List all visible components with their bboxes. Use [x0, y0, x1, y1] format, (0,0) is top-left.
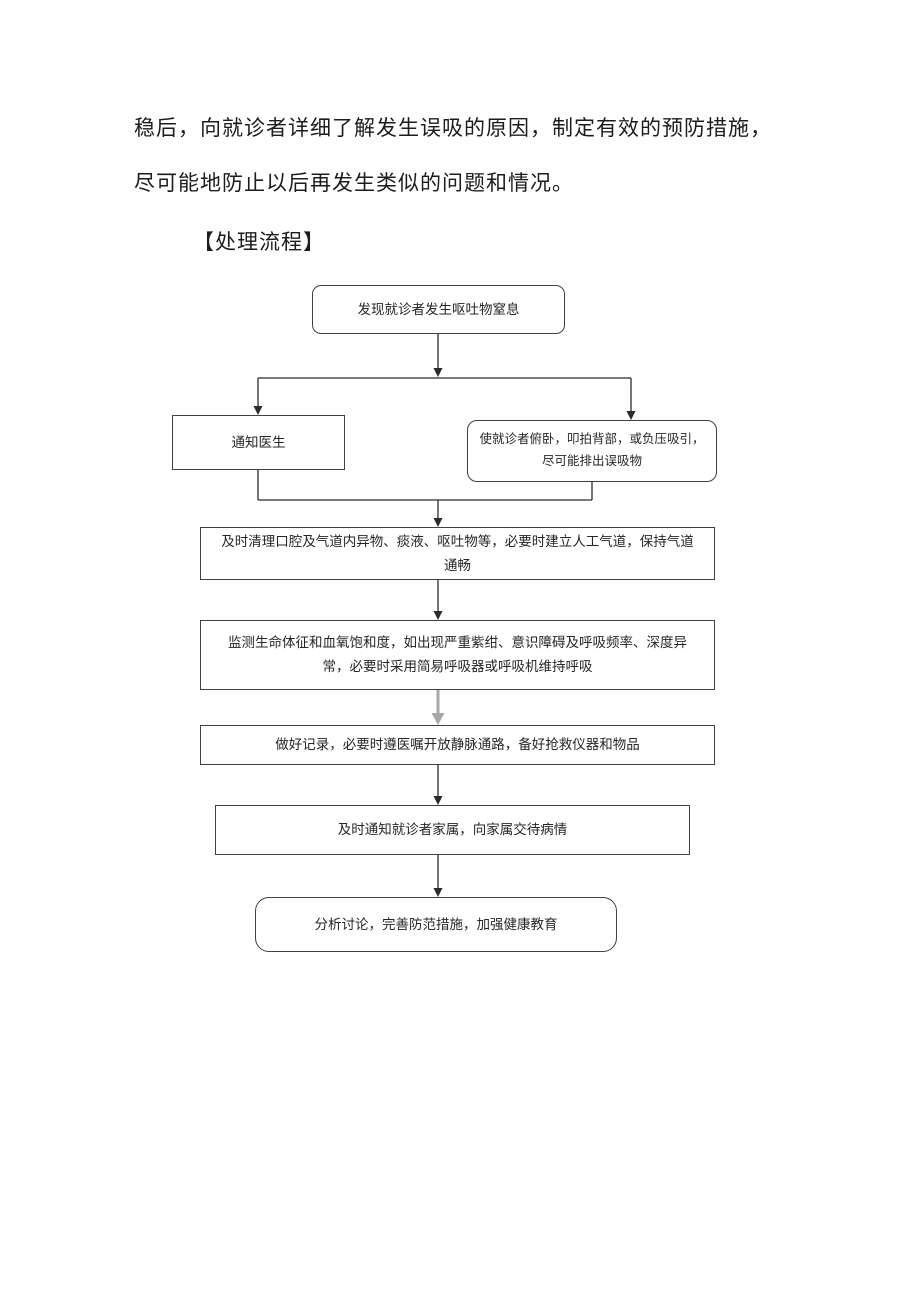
flow-node-analysis-label: 分析讨论，完善防范措施，加强健康教育 [314, 916, 558, 932]
flow-node-notify-family: 及时通知就诊者家属，向家属交待病情 [215, 805, 690, 855]
flow-node-notify-doctor-label: 通知医生 [231, 434, 286, 450]
flow-node-monitor-vitals: 监测生命体征和血氧饱和度，如出现严重紫绀、意识障碍及呼吸频率、深度异常，必要时采… [200, 620, 715, 690]
flow-node-record-label: 做好记录，必要时遵医嘱开放静脉通路，备好抢救仪器和物品 [275, 737, 640, 753]
flow-node-clear-airway: 及时清理口腔及气道内异物、痰液、呕吐物等，必要时建立人工气道，保持气道通畅 [200, 527, 715, 580]
flow-node-clear-airway-label: 及时清理口腔及气道内异物、痰液、呕吐物等，必要时建立人工气道，保持气道通畅 [221, 533, 694, 573]
flow-node-notify-doctor: 通知医生 [172, 415, 345, 470]
section-heading: 【处理流程】 [193, 230, 325, 254]
paragraph-line-1: 稳后，向就诊者详细了解发生误吸的原因，制定有效的预防措施， [134, 116, 772, 140]
flow-node-prone-position-label: 使就诊者俯卧，叩拍背部，或负压吸引，尽可能排出误吸物 [479, 432, 705, 468]
flow-node-notify-family-label: 及时通知就诊者家属，向家属交待病情 [337, 822, 568, 838]
flow-node-start-label: 发现就诊者发生呕吐物窒息 [357, 301, 520, 317]
flow-node-monitor-vitals-label: 监测生命体征和血氧饱和度，如出现严重紫绀、意识障碍及呼吸频率、深度异常，必要时采… [228, 635, 687, 674]
flow-node-record: 做好记录，必要时遵医嘱开放静脉通路，备好抢救仪器和物品 [200, 725, 715, 765]
paragraph-line-2: 尽可能地防止以后再发生类似的问题和情况。 [134, 171, 574, 195]
flow-node-prone-position: 使就诊者俯卧，叩拍背部，或负压吸引，尽可能排出误吸物 [467, 420, 717, 482]
flow-node-start: 发现就诊者发生呕吐物窒息 [312, 285, 565, 334]
flow-node-analysis: 分析讨论，完善防范措施，加强健康教育 [255, 897, 617, 952]
